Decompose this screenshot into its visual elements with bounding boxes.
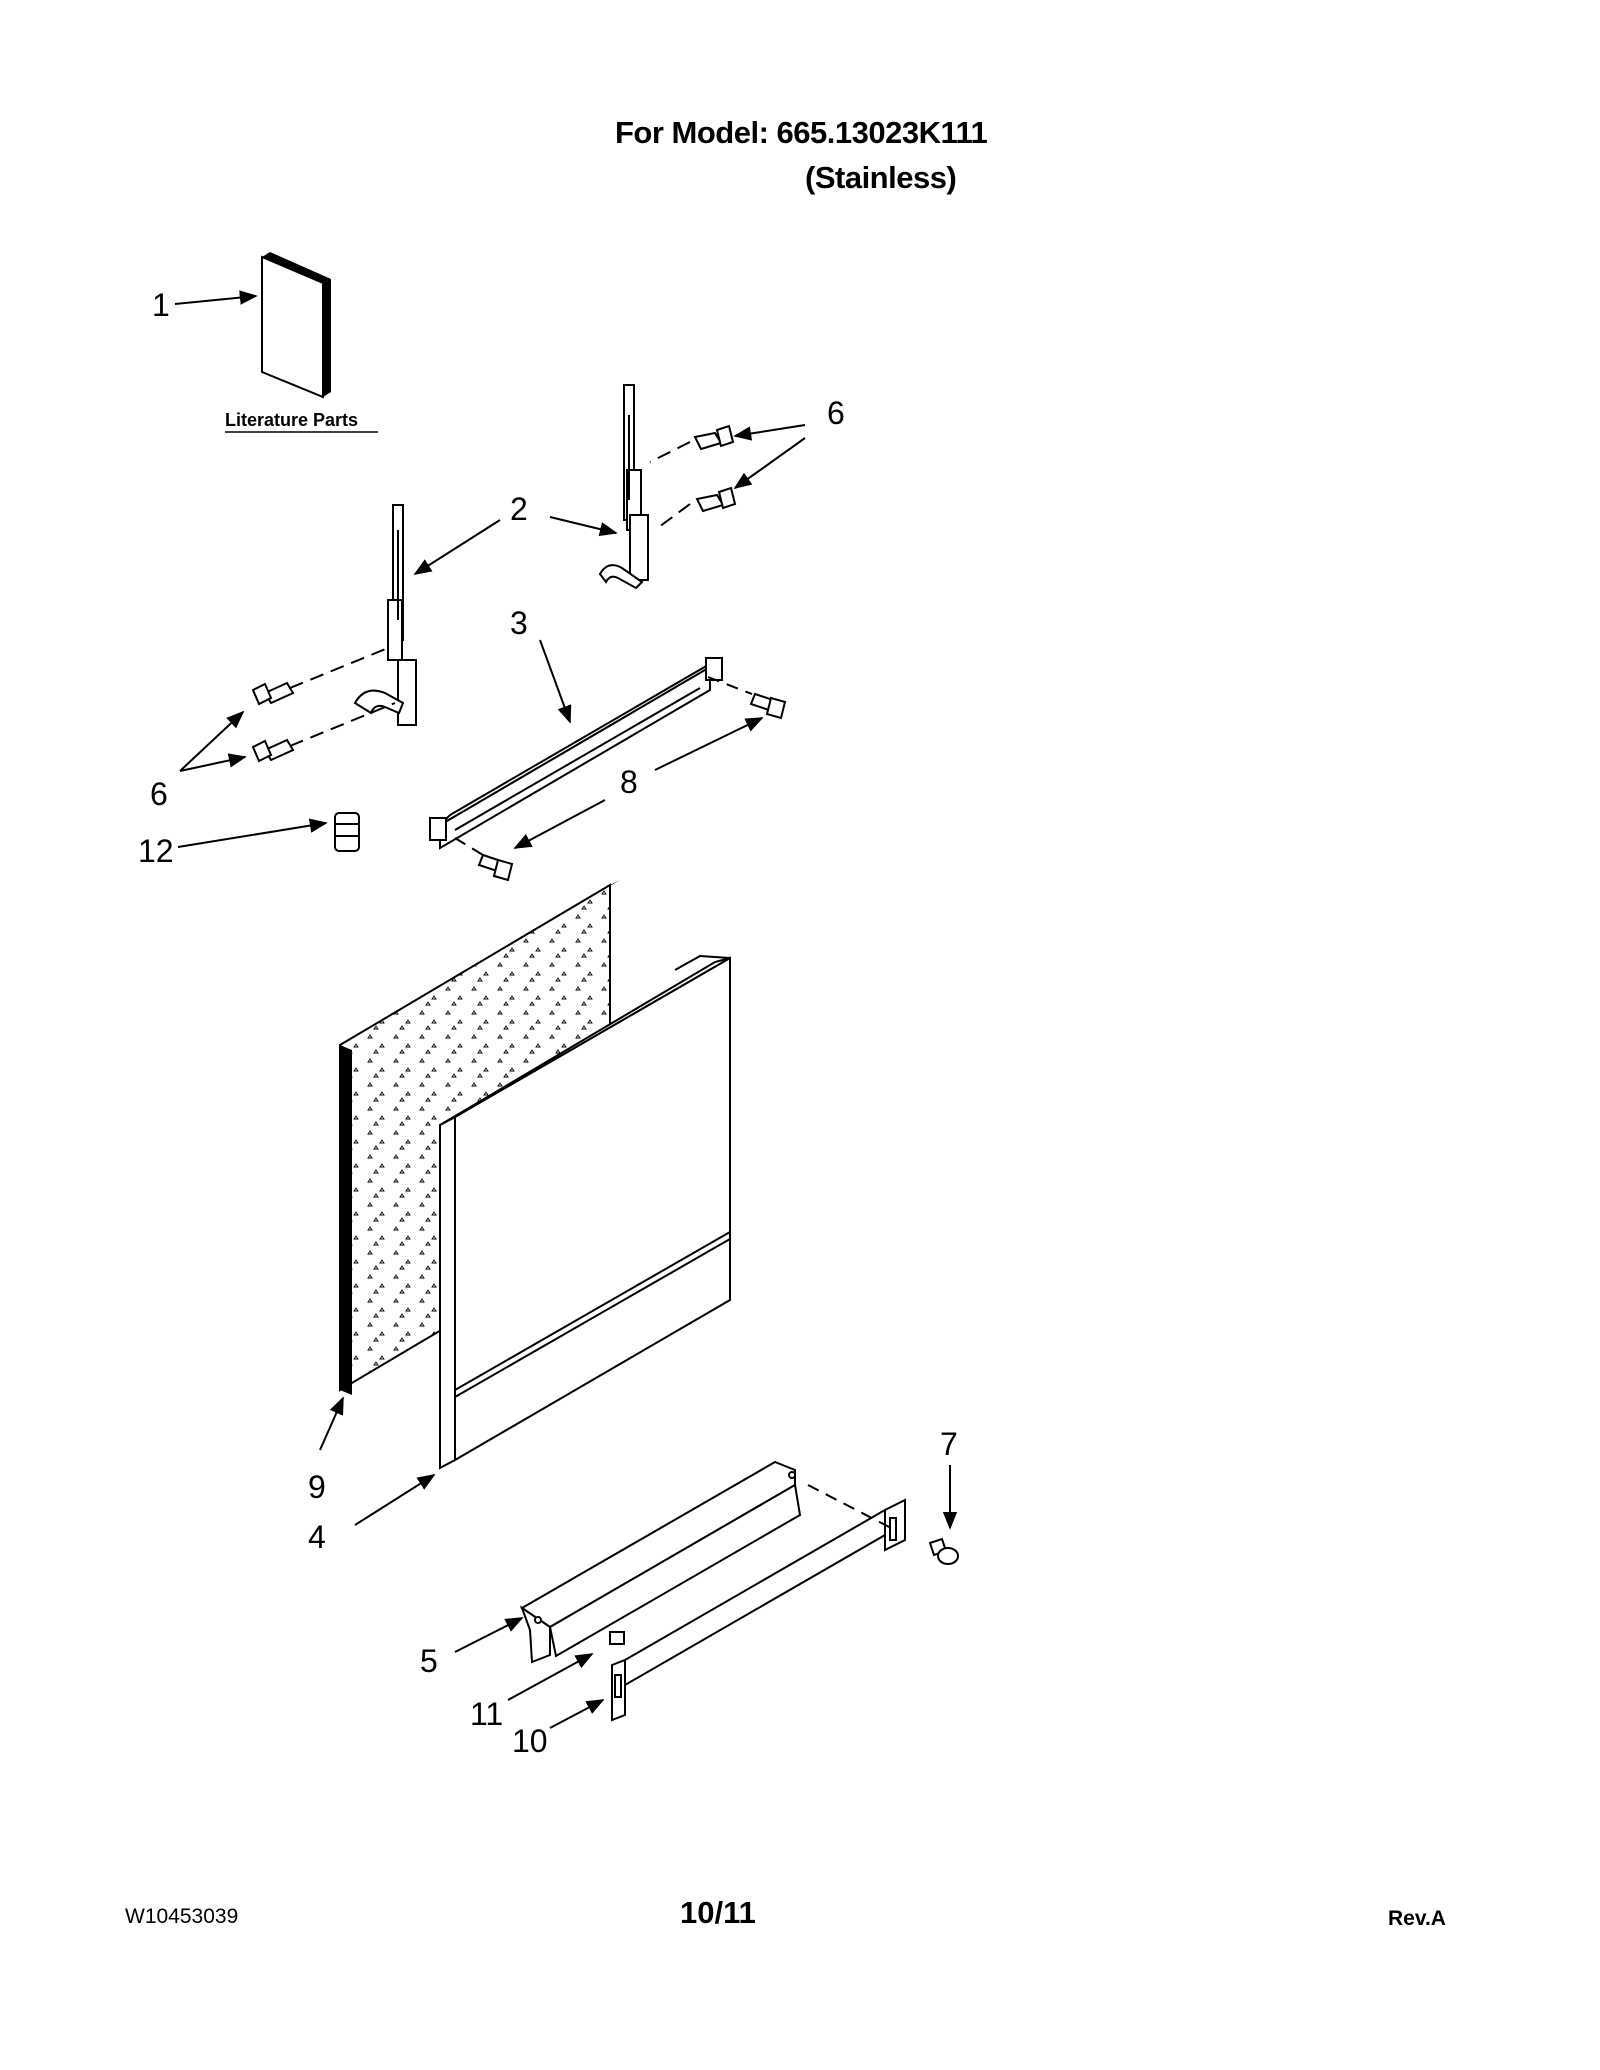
document-number: W10453039: [125, 1905, 239, 1928]
callout-7: 7: [940, 1426, 958, 1462]
callout-5: 5: [420, 1643, 438, 1679]
hinge-screw-upper-left: [251, 681, 295, 706]
literature-parts-label: Literature Parts: [225, 410, 358, 430]
hinge-screw-upper-right: [693, 424, 735, 451]
right-hinge: [598, 384, 649, 590]
toe-panel: [611, 1498, 906, 1722]
door-clip: [334, 812, 360, 852]
toe-panel-bracket: [520, 1460, 802, 1664]
rail-screw-left: [477, 853, 514, 882]
callout-9: 9: [308, 1469, 326, 1505]
rail-screw-right: [749, 692, 787, 720]
callout-4: 4: [308, 1519, 326, 1555]
callout-12: 12: [138, 833, 174, 869]
hinge-screw-lower-right: [695, 486, 737, 513]
toe-panel-screw: [928, 1537, 959, 1565]
model-title: For Model: 665.13023K111: [615, 115, 988, 150]
callout-8: 8: [620, 764, 638, 800]
callout-6-upper: 6: [827, 395, 845, 431]
finish-label: (Stainless): [805, 160, 957, 195]
revision-label: Rev.A: [1388, 1907, 1446, 1930]
left-hinge: [353, 504, 417, 726]
page-number: 10/11: [680, 1895, 756, 1930]
callout-11: 11: [470, 1696, 503, 1732]
callout-6-lower: 6: [150, 776, 168, 812]
callout-3: 3: [510, 605, 528, 641]
outer-door-panel: [439, 954, 731, 1470]
literature-booklet: [261, 252, 331, 399]
callout-2: 2: [510, 491, 528, 527]
hinge-screw-lower-left: [251, 738, 295, 763]
spring-clip: [609, 1631, 625, 1645]
callout-10: 10: [512, 1723, 548, 1759]
door-rail: [429, 657, 723, 850]
callout-1: 1: [152, 287, 170, 323]
